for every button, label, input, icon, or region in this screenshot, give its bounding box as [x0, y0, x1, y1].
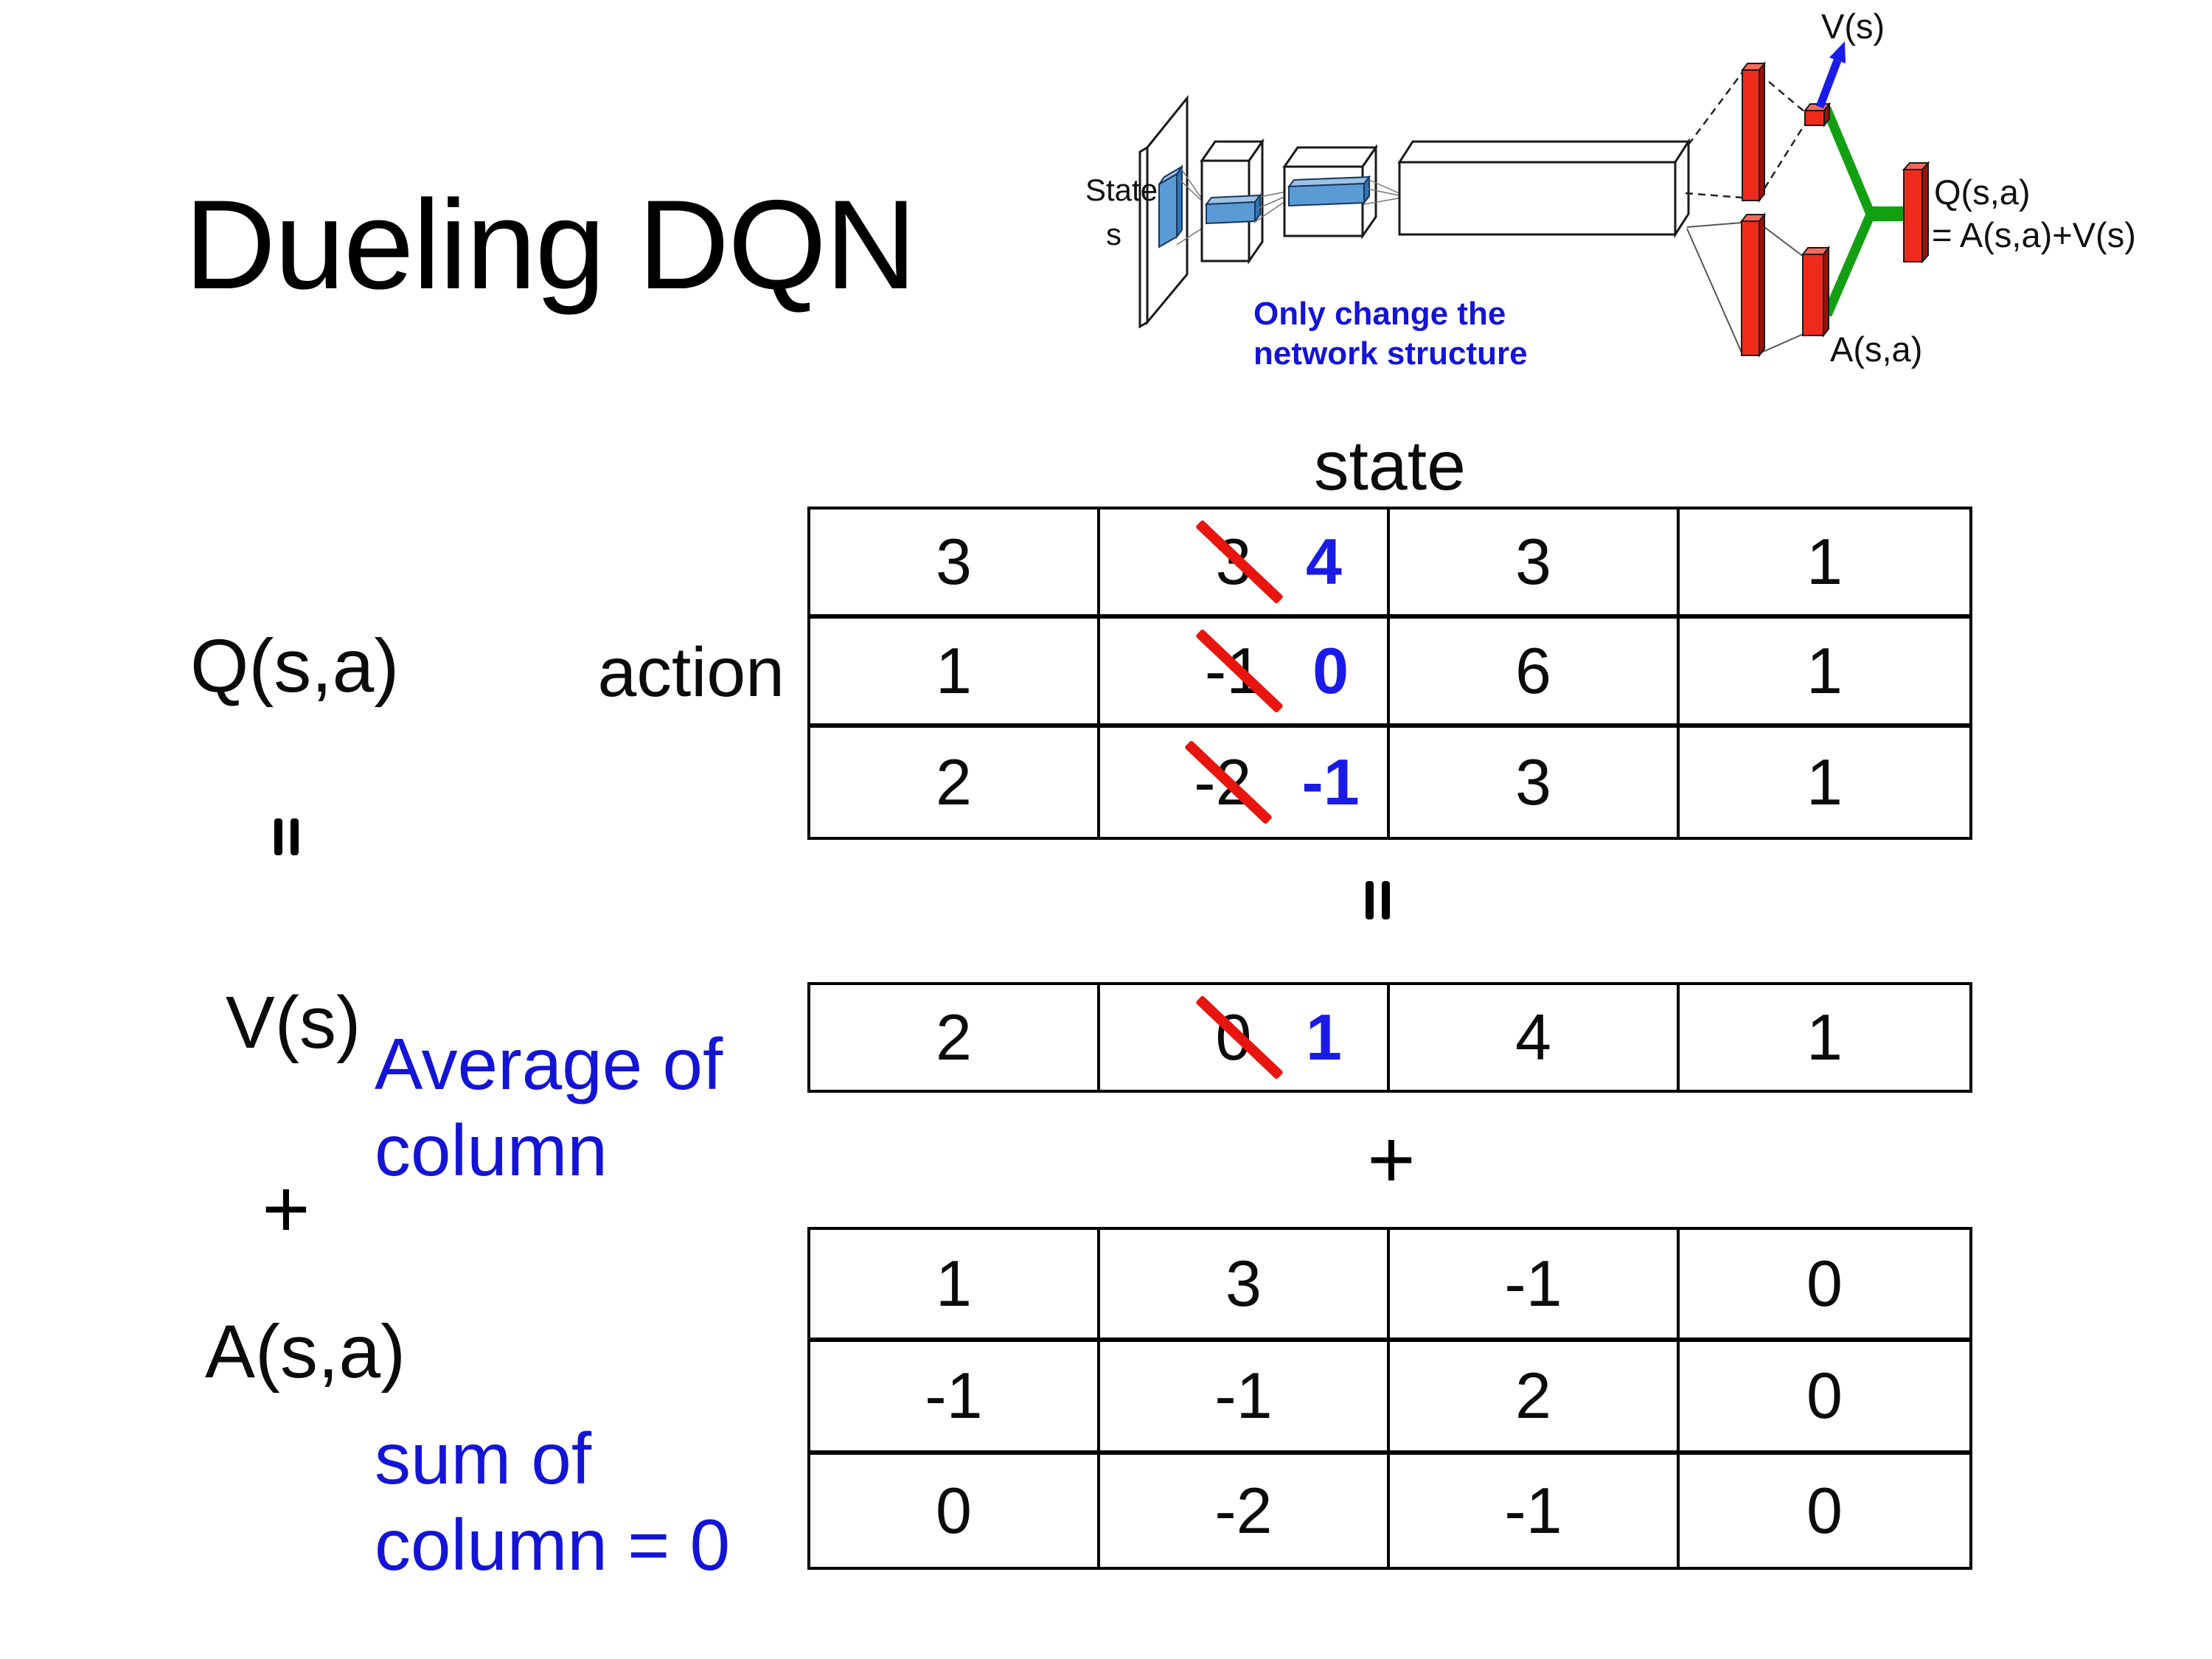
- replacement-value: 0: [1312, 634, 1349, 707]
- cell-value: 0: [1806, 1359, 1843, 1433]
- cell-value: 2: [936, 745, 972, 818]
- cell-value: 1: [936, 1247, 972, 1321]
- table-cell: 3: [1390, 509, 1680, 619]
- table-cell: 1: [810, 1230, 1100, 1343]
- page-title: Dueling DQN: [184, 174, 917, 316]
- v-vector-label: V(s): [226, 981, 361, 1064]
- state-column-header: state: [1314, 427, 1466, 505]
- cell-value: -1: [1504, 1247, 1562, 1321]
- dueling-network-diagram: State s Only change the network structur…: [1085, 7, 2136, 372]
- table-cell: 1: [1680, 509, 1969, 619]
- cell-value: -2: [1214, 1473, 1273, 1547]
- q-output-bar: [1902, 161, 1930, 264]
- table-cell: -1: [810, 1342, 1100, 1455]
- sum-annotation-line1: sum of: [375, 1418, 592, 1499]
- cell-value: 1: [936, 634, 972, 707]
- table-cell: 34: [1100, 509, 1390, 619]
- cell-value: 3: [1515, 745, 1551, 818]
- table-cell: 4: [1390, 985, 1680, 1090]
- cell-value: 3: [1515, 525, 1551, 598]
- q-output-label: Q(s,a): [1934, 173, 2031, 212]
- average-annotation-line1: Average of: [375, 1023, 723, 1105]
- average-annotation-line2: column: [375, 1110, 608, 1191]
- diagram-note-line2: network structure: [1253, 335, 1528, 372]
- replacement-value: -1: [1301, 745, 1360, 818]
- action-row-header: action: [597, 633, 785, 712]
- table-cell: 2: [1390, 1342, 1680, 1455]
- table-cell: -1: [1390, 1230, 1680, 1343]
- feature-slab-2: [1287, 175, 1371, 207]
- cell-value: 1: [1806, 634, 1843, 707]
- a-output-label: A(s,a): [1830, 330, 1922, 369]
- q-matrix-label: Q(s,a): [190, 624, 400, 708]
- a-matrix-label: A(s,a): [205, 1310, 406, 1394]
- table-cell: 2: [810, 728, 1100, 837]
- replacement-value: 1: [1306, 1001, 1342, 1074]
- value-stream-dashed-links: [1685, 71, 1806, 200]
- conv-filter-icon: [1158, 164, 1183, 248]
- table-cell: 0: [1680, 1230, 1969, 1343]
- table-cell: -1: [1390, 1454, 1680, 1567]
- table-cell: 2: [810, 985, 1100, 1090]
- a-value-table: 1 3 -1 0 -1 -1 2 0 0 -2 -1 0: [807, 1227, 1972, 1570]
- table-cell: 3: [810, 509, 1100, 619]
- equals-operator-middle: [1366, 881, 1390, 919]
- table-cell: 6: [1390, 619, 1680, 728]
- cell-value: -1: [1214, 1359, 1273, 1433]
- state-input-label: State: [1085, 173, 1158, 207]
- table-cell: -10: [1100, 619, 1390, 728]
- conv-cone-lines: [1363, 179, 1403, 205]
- v-output-label: V(s): [1821, 7, 1885, 46]
- table-cell: -1: [1100, 1342, 1390, 1455]
- diagram-note-line1: Only change the: [1253, 296, 1506, 332]
- table-cell: -2-1: [1100, 728, 1390, 837]
- table-cell: -2: [1100, 1454, 1390, 1567]
- table-cell: 01: [1100, 985, 1390, 1090]
- state-input-label-s: s: [1106, 217, 1121, 251]
- cell-value: 1: [1806, 745, 1843, 818]
- table-cell: 0: [810, 1454, 1100, 1567]
- conv-box-3: [1397, 137, 1691, 239]
- fc-bar-value: [1740, 61, 1767, 203]
- cell-value: 0: [1806, 1473, 1843, 1547]
- cell-value: 3: [1225, 1247, 1262, 1321]
- advantage-stream-links: [1686, 222, 1806, 353]
- average-annotation: Average of column: [375, 1021, 723, 1194]
- value-node: [1803, 102, 1832, 128]
- sum-annotation-line2: column = 0: [375, 1504, 731, 1585]
- cell-value: 0: [1806, 1247, 1843, 1321]
- plus-operator-middle: +: [1367, 1113, 1416, 1206]
- equals-operator-left: [274, 818, 299, 855]
- table-cell: 0: [1680, 1342, 1969, 1455]
- cell-value: 1: [1806, 525, 1843, 598]
- cell-value: 0: [936, 1473, 972, 1547]
- table-cell: 0: [1680, 1455, 1969, 1567]
- plus-operator-left: +: [262, 1163, 310, 1255]
- table-cell: 3: [1100, 1230, 1390, 1343]
- table-cell: 1: [1680, 619, 1969, 728]
- table-cell: 1: [810, 619, 1100, 728]
- cell-value: -1: [1504, 1473, 1562, 1547]
- cell-value: 6: [1515, 634, 1551, 707]
- cell-value: 4: [1515, 1001, 1551, 1074]
- aggregation-links: [1822, 106, 1905, 317]
- q-output-formula: = A(s,a)+V(s): [1932, 215, 2136, 254]
- fc-bar-advantage: [1739, 212, 1767, 358]
- cell-value: 2: [936, 1001, 972, 1074]
- advantage-bar: [1801, 246, 1831, 338]
- cell-value: -1: [925, 1359, 983, 1433]
- sum-annotation: sum of column = 0: [375, 1416, 730, 1588]
- v-output-arrow-icon: [1815, 41, 1846, 108]
- v-value-table: 2 01 4 1: [807, 982, 1972, 1093]
- table-cell: 3: [1390, 728, 1680, 837]
- feature-slab-1: [1204, 193, 1262, 225]
- table-cell: 1: [1680, 728, 1969, 837]
- cell-value: 3: [936, 525, 972, 598]
- cell-value: 1: [1806, 1001, 1843, 1074]
- cell-value: 2: [1515, 1359, 1551, 1433]
- table-cell: 1: [1680, 985, 1969, 1090]
- replacement-value: 4: [1306, 525, 1342, 598]
